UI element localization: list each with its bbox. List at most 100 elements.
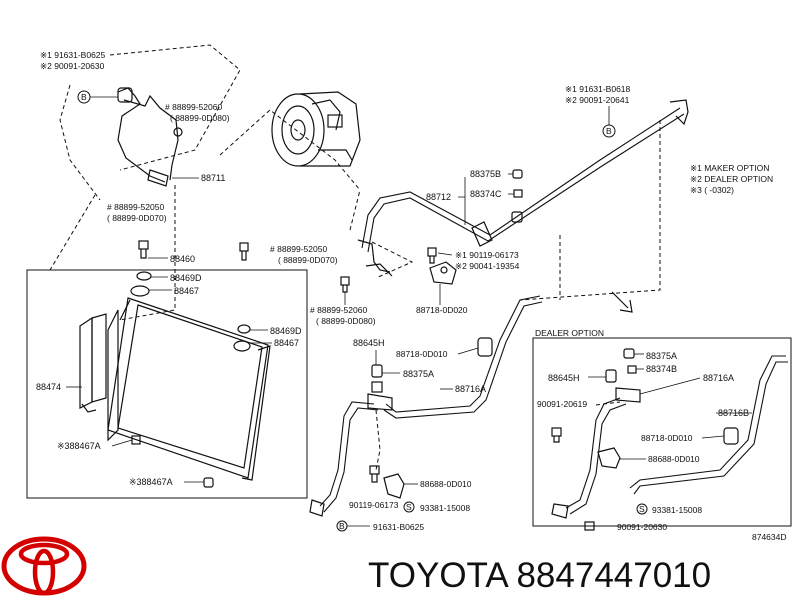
discharge-hose-88711 bbox=[117, 87, 183, 187]
callout-88474: 88474 bbox=[36, 382, 61, 392]
dashed-guide bbox=[349, 189, 361, 231]
callout-mid2-bolt1: # 88899-52060 bbox=[310, 305, 367, 315]
circle-b-text: B bbox=[339, 521, 345, 531]
circle-s-text: S bbox=[406, 502, 412, 512]
b-circle-icon: B bbox=[336, 520, 348, 532]
valve-cap-icon bbox=[512, 169, 523, 179]
valve-core-icon bbox=[511, 189, 523, 223]
compressor-drawing bbox=[271, 91, 361, 167]
leader-line bbox=[457, 347, 479, 355]
callout-88375a-a: 88375A bbox=[403, 369, 434, 379]
callout-88712: 88712 bbox=[426, 192, 451, 202]
b-circle-icon: B bbox=[77, 90, 91, 104]
callout-88467a-1: ※388467A bbox=[57, 441, 101, 451]
bolt-icon bbox=[239, 242, 249, 261]
suction-pipe-88712 bbox=[357, 99, 689, 277]
callout-88688-b: 88688-0D010 bbox=[648, 454, 700, 464]
circle-b-text: B bbox=[81, 92, 87, 102]
s-circle-icon: S bbox=[403, 501, 415, 513]
callout-90091-20619: 90091-20619 bbox=[537, 399, 587, 409]
callout-tr2: ※2 90091-20641 bbox=[565, 95, 630, 105]
note-serial: ※3 ( -0302) bbox=[690, 185, 734, 195]
callout-88374b: 88374B bbox=[646, 364, 677, 374]
callout-88374c: 88374C bbox=[470, 189, 502, 199]
dashed-guide bbox=[109, 44, 241, 171]
callout-88469d-b: 88469D bbox=[270, 326, 302, 336]
callout-88375b: 88375B bbox=[470, 169, 501, 179]
callout-mid2-bolt2: ( 88899-0D080) bbox=[316, 316, 376, 326]
callout-88718-0d010-b: 88718-0D010 bbox=[641, 433, 693, 443]
callout-88718-0d010-a: 88718-0D010 bbox=[396, 349, 448, 359]
bolt-icon bbox=[427, 247, 437, 264]
bracket-icon bbox=[203, 477, 214, 488]
dealer-option-frame bbox=[532, 337, 792, 527]
toyota-logo-icon bbox=[1, 536, 87, 596]
callout-88716a-a: 88716A bbox=[455, 384, 486, 394]
leader-line bbox=[437, 252, 453, 256]
dealer-option-title: DEALER OPTION bbox=[535, 328, 604, 338]
callout-88469d-a: 88469D bbox=[170, 273, 202, 283]
dashed-guide bbox=[371, 241, 414, 279]
clamp-icon bbox=[383, 473, 405, 499]
callout-tl1: ※1 91631-B0625 bbox=[40, 50, 106, 60]
callout-91631-b0625: 91631-B0625 bbox=[373, 522, 424, 532]
callout-mid-bolt2: ( 88899-0D070) bbox=[278, 255, 338, 265]
bolt-icon bbox=[551, 427, 562, 443]
callout-left-bolt1: # 88899-52050 bbox=[107, 202, 164, 212]
s-circle-icon: S bbox=[636, 503, 648, 515]
bolt-icon bbox=[138, 240, 149, 259]
callout-hose-top2: ( 88899-0D080) bbox=[170, 113, 230, 123]
figure-code: 874634D bbox=[752, 532, 787, 542]
leader-line bbox=[701, 435, 725, 439]
bolt-icon bbox=[340, 276, 350, 293]
clamp-icon bbox=[597, 447, 621, 469]
cushion-icon bbox=[130, 271, 152, 297]
callout-90091-20630-b: 90091-20630 bbox=[617, 522, 667, 532]
bracket-icon bbox=[131, 435, 141, 445]
dashed-guide bbox=[219, 109, 361, 191]
callout-88375a-b: 88375A bbox=[646, 351, 677, 361]
callout-88467-b: 88467 bbox=[274, 338, 299, 348]
callout-88467a-2: ※388467A bbox=[129, 477, 173, 487]
bolt-icon bbox=[369, 465, 380, 483]
brand-part-number: TOYOTA 8847447010 bbox=[368, 556, 711, 595]
callout-90119-06173-b: 90119-06173 bbox=[349, 500, 399, 510]
leader-line bbox=[639, 377, 701, 395]
callout-88467-a: 88467 bbox=[174, 286, 199, 296]
callout-tr1: ※1 91631-B0618 bbox=[565, 84, 631, 94]
leader-line bbox=[111, 439, 133, 447]
b-circle-icon: B bbox=[602, 124, 616, 138]
condenser-core-drawing bbox=[107, 297, 271, 481]
dashed-guide bbox=[49, 194, 96, 271]
callout-hose-top1: # 88899-52060 bbox=[165, 102, 222, 112]
callout-90119-06173-a: ※1 90119-06173 bbox=[455, 250, 519, 260]
receiver-tank-88474 bbox=[79, 313, 107, 413]
callout-93381-b: 93381-15008 bbox=[652, 505, 702, 515]
callout-93381-a: 93381-15008 bbox=[420, 503, 470, 513]
circle-b-text: B bbox=[606, 126, 612, 136]
pressure-switch-icon bbox=[605, 369, 617, 383]
pressure-switch-icon bbox=[371, 364, 383, 393]
clamp-icon bbox=[429, 261, 457, 285]
callout-88716a-b: 88716A bbox=[703, 373, 734, 383]
callout-88645h-a: 88645H bbox=[353, 338, 385, 348]
callout-left-bolt2: ( 88899-0D070) bbox=[107, 213, 167, 223]
callout-tl2: ※2 90091-20630 bbox=[40, 61, 105, 71]
callout-mid-bolt1: # 88899-52050 bbox=[270, 244, 327, 254]
circle-s-text: S bbox=[639, 504, 645, 514]
dashed-guide bbox=[519, 120, 661, 301]
callout-88460: 88460 bbox=[170, 254, 195, 264]
valve-cap-icon bbox=[623, 348, 637, 374]
callout-88711: 88711 bbox=[201, 173, 225, 183]
dashed-guide bbox=[375, 409, 381, 471]
cushion-icon bbox=[233, 324, 251, 352]
callout-90041: ※2 90041-19354 bbox=[455, 261, 520, 271]
note-dealer-option: ※2 DEALER OPTION bbox=[690, 174, 773, 184]
condenser-assembly-frame bbox=[26, 269, 308, 499]
dashed-guide bbox=[59, 84, 101, 201]
note-maker-option: ※1 MAKER OPTION bbox=[690, 163, 769, 173]
arrow-down-right-icon bbox=[611, 291, 633, 313]
liquid-pipe-88716a bbox=[309, 295, 543, 517]
